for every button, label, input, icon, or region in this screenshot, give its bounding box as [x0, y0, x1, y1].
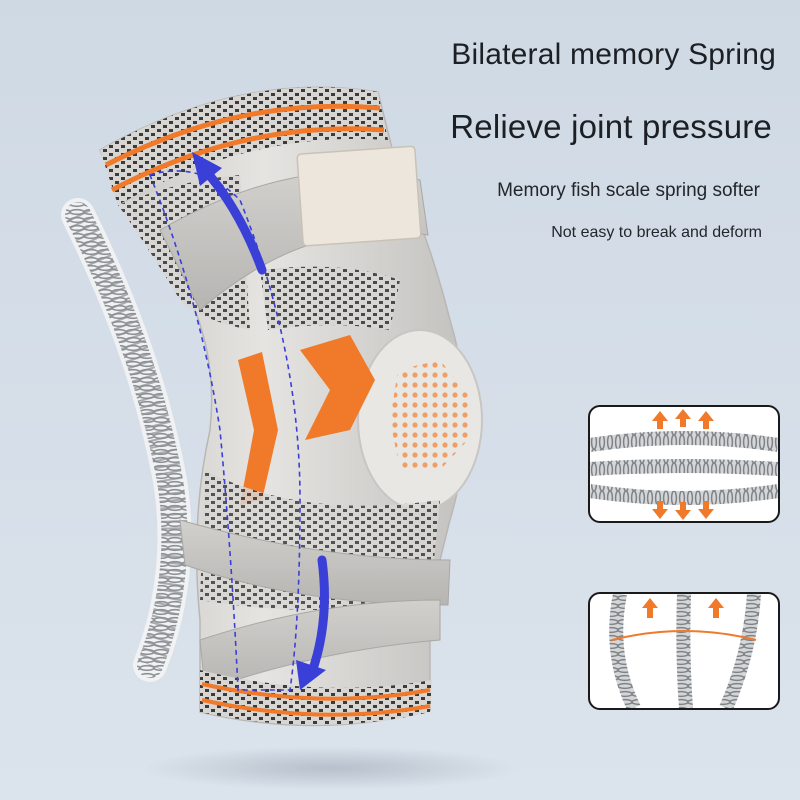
headline-title: Bilateral memory Spring: [451, 38, 776, 71]
orange-up-arrow-icon: [652, 409, 714, 429]
headline-subtitle: Relieve joint pressure: [450, 108, 772, 145]
inset-spring-compression: [588, 405, 780, 523]
motion-arrows: [192, 152, 329, 690]
loose-spring: [61, 198, 192, 682]
orange-up-arrow-icon: [642, 598, 724, 618]
feature-text-softer: Memory fish scale spring softer: [497, 180, 760, 201]
inset-spring-bending: [588, 592, 780, 710]
orange-down-arrow-icon: [652, 501, 714, 520]
feature-text-durable: Not easy to break and deform: [551, 224, 762, 241]
